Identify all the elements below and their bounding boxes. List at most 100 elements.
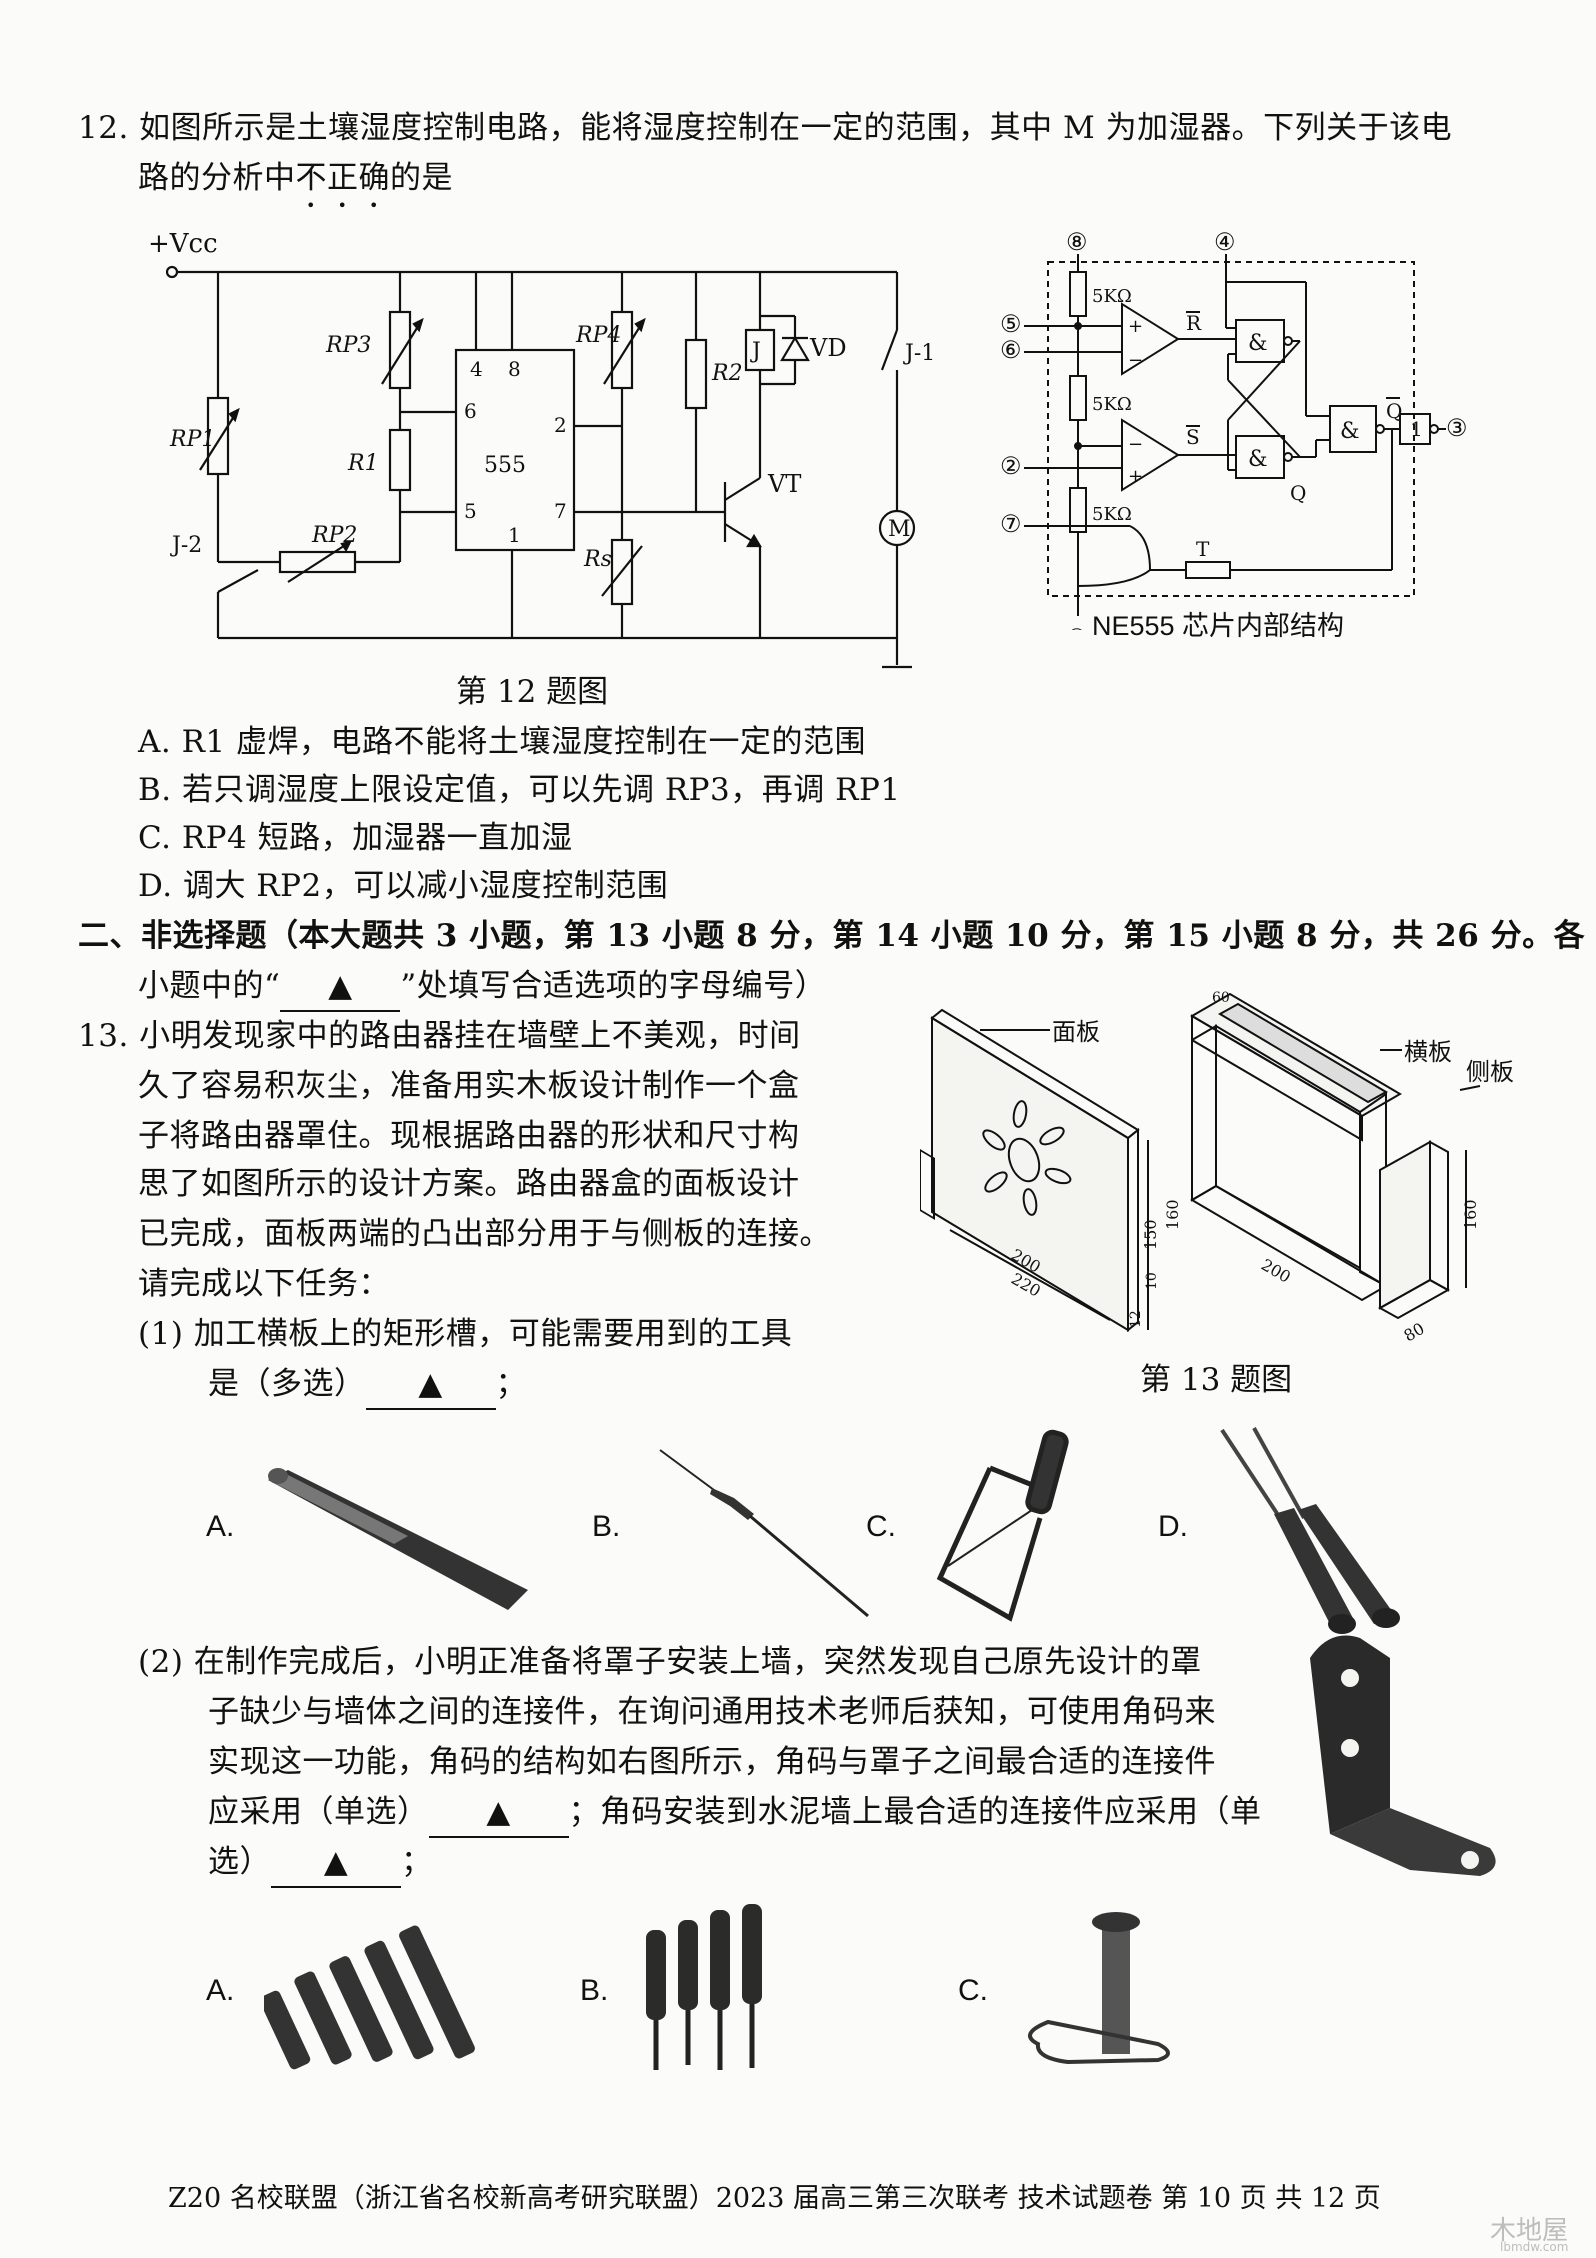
rp4-label: RP4: [575, 323, 621, 348]
pin8-label: 8: [508, 357, 521, 381]
dim-60: 60: [1212, 990, 1230, 1006]
tool-option-b-label[interactable]: B.: [592, 1510, 621, 1543]
motor-m-label: M: [888, 517, 911, 542]
q12-circuit-diagram: +Vcc RP1 J-2 RP2 RP3 R1 4 8 6 2 555 5 7 …: [148, 229, 935, 669]
q13-task2-semicolon: ；: [401, 1844, 433, 1880]
vd-label: VD: [809, 334, 847, 362]
dim-160b: 160: [1461, 1199, 1480, 1230]
q12-option-b[interactable]: B. 若只调湿度上限设定值，可以先调 RP3，再调 RP1: [138, 772, 901, 808]
q12-stem-text: 路的分析中: [138, 160, 296, 196]
connector-option-b-label[interactable]: B.: [580, 1974, 609, 2007]
pin7-label: 7: [554, 499, 567, 523]
vcc-label: +Vcc: [148, 229, 218, 259]
watermark-text: 木地屋: [1490, 2216, 1569, 2246]
circle3-label: ③: [1446, 414, 1468, 442]
section2-heading: 二、非选择题（本大题共 3 小题，第 13 小题 8 分，第 14 小题 10 …: [78, 918, 1586, 954]
q13-task1-semicolon: ；: [495, 1366, 527, 1402]
pin5-label: 5: [464, 499, 477, 523]
dim-12: 12: [1128, 1310, 1144, 1328]
rp1-label: RP1: [169, 427, 215, 452]
q13-stem-line1: 13. 小明发现家中的路由器挂在墙壁上不美观，时间: [78, 1018, 801, 1054]
chip-555-label: 555: [484, 453, 526, 478]
q13-task2-line3: 实现这一功能，角码的结构如右图所示，角码与罩子之间最合适的连接件: [208, 1744, 1216, 1780]
j1-label: J-1: [903, 341, 935, 366]
panel-label: 面板: [1052, 1018, 1100, 1046]
r-bar-label: R: [1186, 311, 1202, 335]
and-gate2-symbol: &: [1248, 447, 1268, 472]
q13-task1-prefix: 是（多选）: [208, 1366, 366, 1402]
file-tool-image: [268, 1468, 528, 1610]
ne555-caption: NE555 芯片内部结构: [1092, 611, 1345, 641]
dim-80: 80: [1401, 1319, 1428, 1346]
circle8-label: ⑧: [1066, 228, 1088, 256]
circle6-label: ⑥: [1000, 336, 1022, 364]
q13-task1-blank[interactable]: ▲: [365, 1360, 496, 1410]
r5k-mid-label: 5KΩ: [1092, 394, 1132, 415]
coping-saw-image: [936, 1429, 1069, 1622]
rp2-label: RP2: [311, 523, 357, 548]
rs-label: Rs: [583, 547, 612, 572]
watermark-url: lbmdw.com: [1500, 2240, 1569, 2254]
q13-figure-caption: 第 13 题图: [1140, 1362, 1293, 1398]
q13-stem-line4: 思了如图所示的设计方案。路由器盒的面板设计: [138, 1166, 800, 1202]
q12-stem-end: 的是: [390, 160, 453, 196]
corner-bracket-image: [1310, 1635, 1496, 1876]
dim-10: 10: [1144, 1272, 1160, 1290]
comp2-minus: −: [1128, 434, 1143, 455]
pin6-label: 6: [464, 399, 477, 423]
ne555-internal-diagram: ⑧ 5KΩ 5KΩ 5KΩ ① ⑤ ⑥ ② ⑦ + − R − + S & & …: [1000, 228, 1468, 630]
comp2-plus: +: [1128, 466, 1143, 487]
r2-label: R2: [711, 361, 743, 386]
q12-stem-line1: 12. 如图所示是土壤湿度控制电路，能将湿度控制在一定的范围，其中 M 为加湿器…: [78, 110, 1453, 146]
t-label: T: [1196, 537, 1210, 561]
pin4-label: 4: [470, 357, 483, 381]
q-label: Q: [1290, 481, 1306, 505]
section2-instructions: 小题中的“▲”处填写合适选项的字母编号）: [138, 962, 826, 1012]
pin1-label: 1: [508, 523, 521, 547]
expansion-bolts-image: [264, 1925, 475, 2070]
cross-label: 横板: [1404, 1038, 1452, 1066]
and-gate1-symbol: &: [1248, 331, 1268, 356]
section2-instr-b: ”处填写合适选项的字母编号）: [400, 968, 827, 1004]
page-footer: Z20 名校联盟（浙江省名校新高考研究联盟）2023 届高三第三次联考 技术试题…: [168, 2183, 1381, 2214]
connector-option-c-label[interactable]: C.: [958, 1974, 988, 2007]
circle7-label: ⑦: [1000, 510, 1022, 538]
q13-task1-line2: 是（多选）▲；: [208, 1360, 527, 1410]
q13-task2-l5: 选）: [208, 1844, 271, 1880]
q13-stem-line2: 久了容易积灰尘，准备用实木板设计制作一个盒: [138, 1068, 800, 1104]
tool-option-c-label[interactable]: C.: [866, 1510, 896, 1543]
tool-option-d-label[interactable]: D.: [1158, 1510, 1188, 1543]
watermark-logo: 木地屋: [1490, 2210, 1568, 2247]
q13-task2-line1: (2) 在制作完成后，小明正准备将罩子安装上墙，突然发现自己原先设计的罩: [138, 1644, 1202, 1680]
tool-option-a-label[interactable]: A.: [206, 1510, 235, 1543]
relay-j-label: J: [750, 339, 761, 364]
r5k-top-label: 5KΩ: [1092, 286, 1132, 307]
j2-label: J-2: [170, 533, 202, 558]
q13-task2-l4a: 应采用（单选）: [208, 1794, 429, 1830]
carving-knives-image: [1220, 1427, 1400, 1634]
comp1-plus: +: [1128, 316, 1143, 337]
rp3-label: RP3: [325, 333, 371, 358]
q12-option-a[interactable]: A. R1 虚焊，电路不能将土壤湿度控制在一定的范围: [138, 724, 867, 760]
q13-task2-l4b: ；角码安装到水泥墙上最合适的连接件应采用（单: [568, 1794, 1262, 1830]
q13-box-figure: 面板 200 220 150 160 10 12 60 横板 200 侧板 16…: [920, 990, 1514, 1346]
section2-instr-a: 小题中的“: [138, 968, 281, 1004]
q13-task2-blank1[interactable]: ▲: [428, 1788, 569, 1838]
q13-stem-line6: 请完成以下任务：: [138, 1266, 390, 1302]
circle2-label: ②: [1000, 452, 1022, 480]
q12-option-c[interactable]: C. RP4 短路，加湿器一直加湿: [138, 820, 573, 856]
dim-160a: 160: [1163, 1199, 1182, 1230]
circle1-label: ①: [1066, 624, 1088, 630]
connector-option-a-label[interactable]: A.: [206, 1974, 235, 2007]
r5k-bottom-label: 5KΩ: [1092, 504, 1132, 525]
vt-label: VT: [767, 470, 801, 498]
wall-plugs-screws-image: [646, 1904, 762, 2070]
awl-tool-image: [659, 1449, 869, 1618]
pin2-label: 2: [554, 413, 567, 437]
q12-option-d[interactable]: D. 调大 RP2，可以减小湿度控制范围: [138, 868, 669, 904]
q13-task2-blank2[interactable]: ▲: [271, 1838, 401, 1888]
q12-figure-caption: 第 12 题图: [456, 674, 609, 710]
q12-emphasis: 不正确: [295, 160, 390, 196]
q13-task1-line1: (1) 加工横板上的矩形槽，可能需要用到的工具: [138, 1316, 793, 1352]
q-bar-label: Q: [1386, 399, 1402, 423]
